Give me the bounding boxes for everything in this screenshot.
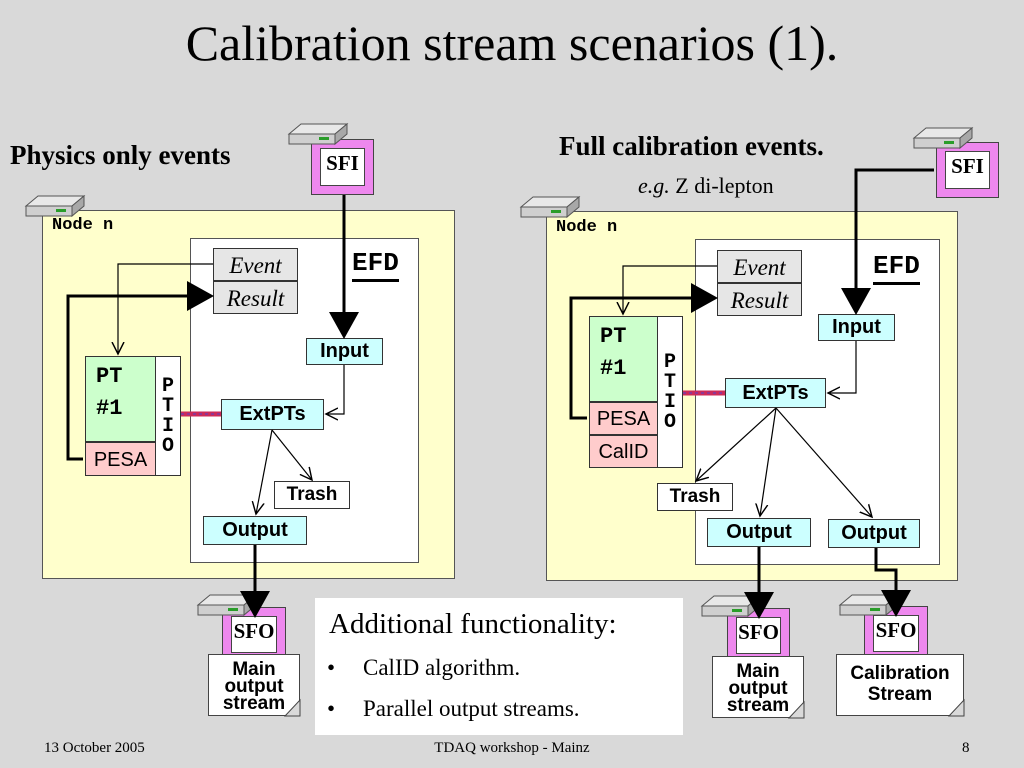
stream-line: Stream — [867, 684, 933, 705]
stream-line: stream — [222, 693, 286, 714]
footer-title: TDAQ workshop - Mainz — [434, 740, 590, 756]
right-extpts-to-output2-connector — [775, 407, 872, 517]
right-sfi-to-input-connector — [841, 168, 934, 315]
left-extpts-to-output-connector — [256, 429, 273, 514]
additional-bullet: • — [327, 696, 336, 721]
right-node-label: Node n — [556, 218, 618, 237]
left-efd-label: EFD — [352, 250, 399, 282]
left-ptio-box: P T I O — [155, 356, 181, 476]
additional-bullet-text: CalID algorithm. — [363, 655, 521, 680]
stream-line: Main — [736, 661, 780, 682]
left-sfi-node: SFI — [311, 139, 374, 195]
left-pesa-to-result-connector — [66, 281, 214, 461]
right-extpts-to-trash-connector — [696, 407, 777, 481]
ptio-letter: P — [161, 375, 174, 398]
ptio-letter: O — [663, 411, 676, 434]
right-efd-label: EFD — [873, 253, 920, 285]
right-pt-line2: #1 — [600, 356, 627, 381]
right-output-box-1: Output — [707, 518, 811, 547]
server-icon — [520, 196, 580, 218]
ptio-letter: P — [663, 351, 676, 374]
stream-line: output — [224, 676, 284, 697]
left-pt-line1: PT — [96, 364, 123, 389]
left-result-box: Result — [213, 281, 298, 314]
right-event-box: Event — [717, 250, 802, 283]
right-event-to-pt-connector — [623, 265, 717, 314]
ptio-letter: T — [663, 371, 676, 394]
server-icon — [25, 195, 85, 217]
page-number: 8 — [962, 740, 970, 756]
additional-bullet: • — [327, 655, 336, 680]
right-heading: Full calibration events. — [559, 131, 824, 161]
right-pt-box: PT #1 — [589, 316, 657, 402]
right-input-box: Input — [818, 314, 895, 341]
right-extpts-box: ExtPTs — [725, 378, 826, 408]
right-main-stream-doc: Main output stream — [712, 656, 804, 718]
left-node-label: Node n — [52, 216, 114, 235]
server-icon — [701, 595, 761, 617]
footer-date: 13 October 2005 — [44, 740, 145, 756]
right-sfo-node-1: SFO — [727, 608, 790, 663]
right-pt-line1: PT — [600, 324, 627, 349]
left-heading: Physics only events — [10, 140, 231, 170]
right-sfo-label-1: SFO — [736, 617, 781, 654]
right-sfi-label: SFI — [945, 151, 990, 189]
right-output2-to-sfo-connector — [874, 548, 911, 617]
right-subheading-rest: Z di-lepton — [669, 173, 774, 198]
left-main-stream-doc: Main output stream — [208, 654, 300, 716]
left-input-to-extpts-connector — [326, 365, 345, 414]
stream-line: Main — [232, 659, 276, 680]
doc-corner — [787, 700, 805, 719]
slide-title: Calibration stream scenarios (1). — [185, 15, 839, 71]
server-icon — [288, 123, 348, 145]
right-pesa-box: PESA — [589, 402, 657, 435]
right-calibration-stream-doc: Calibration Stream — [836, 654, 964, 716]
stream-line: output — [728, 678, 788, 699]
ptio-letter: I — [161, 415, 174, 438]
doc-corner — [947, 698, 965, 717]
stream-line: Calibration — [850, 663, 950, 684]
right-ptio-box: P T I O — [657, 316, 683, 468]
left-extpts-box: ExtPTs — [221, 399, 324, 430]
left-event-box: Event — [213, 248, 298, 281]
additional-heading: Additional functionality: — [329, 608, 617, 640]
left-extpts-to-trash-connector — [271, 429, 312, 480]
right-result-box: Result — [717, 283, 802, 316]
server-icon — [913, 127, 973, 149]
ptio-letter: I — [663, 391, 676, 414]
ptio-letter: T — [161, 395, 174, 418]
left-event-to-pt-connector — [118, 263, 213, 354]
doc-corner — [283, 698, 301, 717]
right-sfi-node: SFI — [936, 142, 999, 198]
left-pesa-box: PESA — [85, 442, 155, 476]
left-pt-box: PT #1 — [85, 356, 155, 442]
left-trash-box: Trash — [274, 481, 350, 509]
ptio-letter: O — [161, 435, 174, 458]
right-extpts-to-output1-connector — [760, 407, 777, 516]
server-icon — [197, 594, 257, 616]
stream-line: stream — [726, 695, 790, 716]
server-icon — [839, 594, 899, 616]
right-subheading-italic: e.g. — [638, 173, 670, 198]
additional-bullet-text: Parallel output streams. — [363, 696, 580, 721]
right-subheading: e.g. Z di-lepton — [638, 173, 774, 199]
left-pt-line2: #1 — [96, 396, 123, 421]
additional-panel: Additional functionality: • CalID algori… — [315, 598, 683, 735]
left-sfi-label: SFI — [320, 148, 365, 186]
right-calid-box: CalID — [589, 435, 657, 468]
left-sfo-label: SFO — [231, 616, 277, 653]
right-trash-box: Trash — [657, 483, 733, 511]
left-output-box: Output — [203, 516, 307, 545]
right-output-box-2: Output — [828, 519, 920, 548]
right-pesa-to-result-connector — [569, 283, 718, 420]
right-input-to-extpts-connector — [828, 341, 857, 393]
